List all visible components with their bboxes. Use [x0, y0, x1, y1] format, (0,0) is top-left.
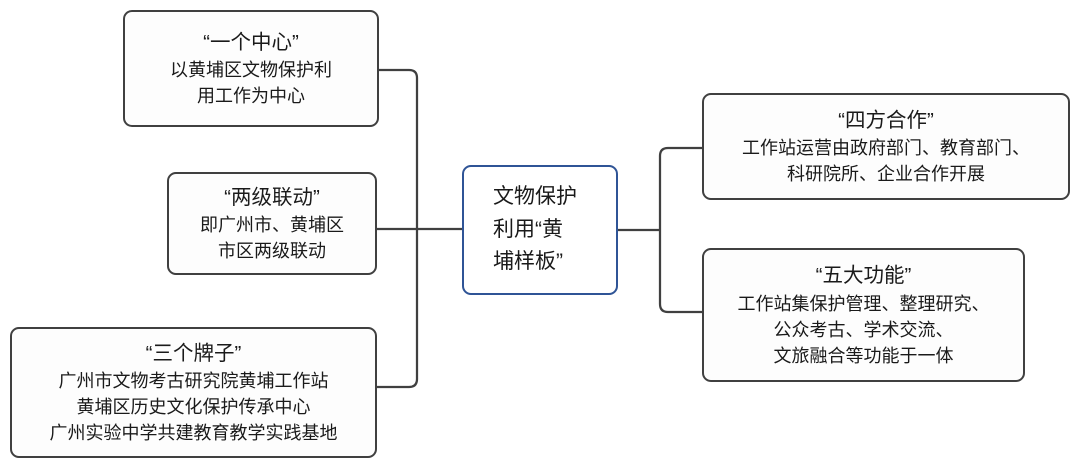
node-body: 以黄埔区文物保护利 用工作为中心 — [170, 60, 332, 107]
node-center-huangpu-model: 文物保护 利用“黄 埔样板” — [462, 165, 618, 295]
node-title: “三个牌子” — [145, 341, 242, 365]
node-three-plates: “三个牌子” 广州市文物考古研究院黄埔工作站 黄埔区历史文化保护传承中心 广州实… — [10, 327, 377, 458]
node-five-functions: “五大功能” 工作站集保护管理、整理研究、 公众考古、学术交流、 文旅融合等功能… — [702, 248, 1025, 382]
right-bracket-line — [658, 146, 702, 314]
node-body: 即广州市、黄埔区 市区两级联动 — [200, 215, 344, 262]
node-body: 广州市文物考古研究院黄埔工作站 黄埔区历史文化保护传承中心 广州实验中学共建教育… — [49, 371, 338, 444]
node-two-level-linkage: “两级联动” 即广州市、黄埔区 市区两级联动 — [167, 172, 377, 275]
node-one-center: “一个中心” 以黄埔区文物保护利 用工作为中心 — [123, 10, 379, 127]
node-title: “两级联动” — [224, 185, 320, 209]
node-four-party-cooperation: “四方合作” 工作站运营由政府部门、教育部门、 科研院所、企业合作开展 — [702, 93, 1070, 200]
node-body: 工作站集保护管理、整理研究、 公众考古、学术交流、 文旅融合等功能于一体 — [737, 293, 990, 366]
node-title: “一个中心” — [203, 30, 299, 54]
node-body: 工作站运营由政府部门、教育部门、 科研院所、企业合作开展 — [742, 138, 1030, 185]
node-title: “五大功能” — [815, 264, 912, 287]
node-title: 文物保护 利用“黄 埔样板” — [493, 185, 577, 274]
node-title: “四方合作” — [838, 108, 934, 132]
